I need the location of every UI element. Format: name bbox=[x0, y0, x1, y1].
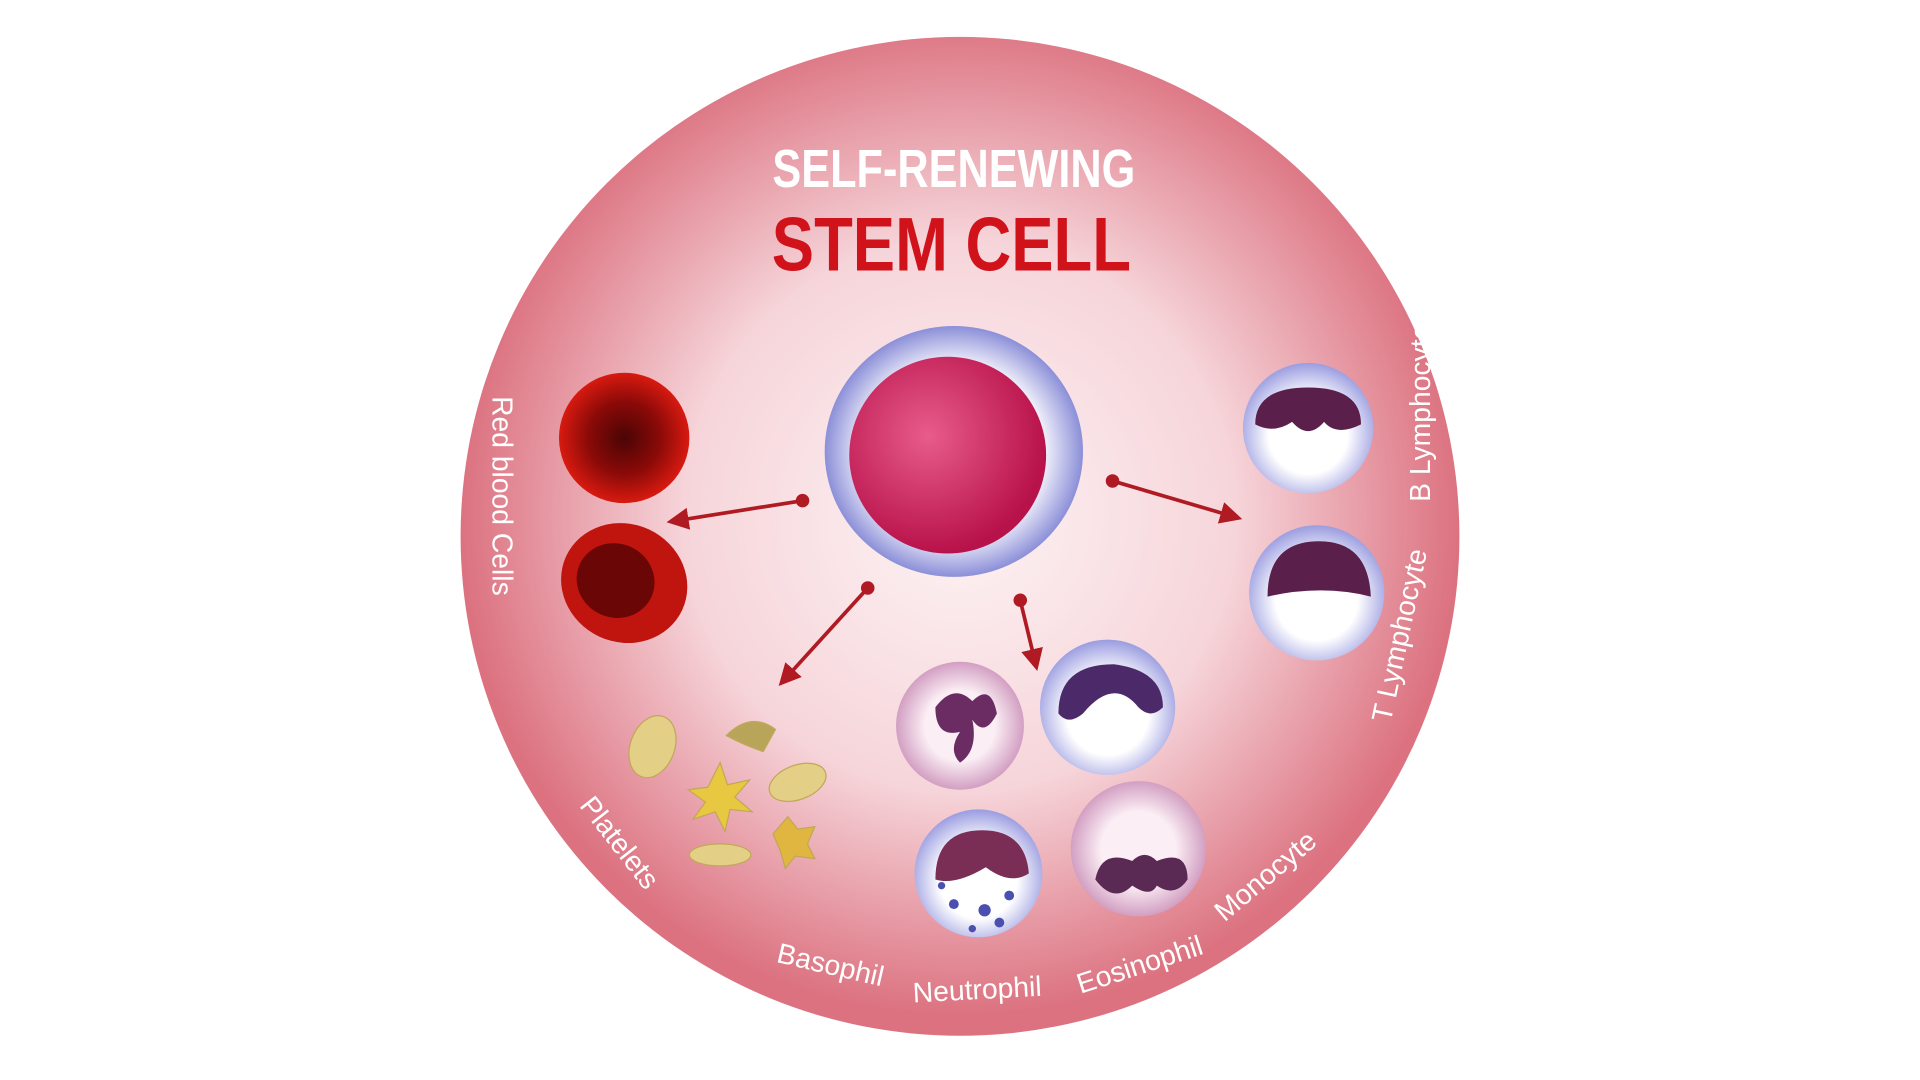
label-neutrophil: Neutrophil bbox=[912, 970, 1042, 1009]
arrow-to-rbc bbox=[666, 498, 803, 530]
monocyte-cell bbox=[1039, 639, 1176, 775]
arrow-to-lymphocytes bbox=[1112, 479, 1243, 524]
stem-cell bbox=[824, 325, 1084, 577]
neutrophil-cell bbox=[896, 661, 1024, 790]
label-b-lymphocyte: B Lymphocyte bbox=[1404, 324, 1436, 502]
platelets bbox=[628, 715, 827, 870]
label-red-blood-cells: Red blood Cells bbox=[487, 396, 519, 596]
arrow-to-platelets bbox=[778, 586, 870, 686]
title-line2: STEM CELL bbox=[772, 203, 1131, 288]
arrow-to-granulocytes bbox=[1018, 599, 1043, 672]
t-lymphocyte-cell bbox=[1249, 525, 1385, 661]
arrows bbox=[666, 474, 1243, 686]
eosinophil-cell bbox=[1070, 781, 1207, 917]
b-lymphocyte-cell bbox=[1242, 362, 1374, 494]
basophil-cell bbox=[914, 809, 1043, 938]
red-blood-cells bbox=[558, 372, 690, 644]
title-line1: SELF-RENEWING bbox=[772, 139, 1135, 199]
